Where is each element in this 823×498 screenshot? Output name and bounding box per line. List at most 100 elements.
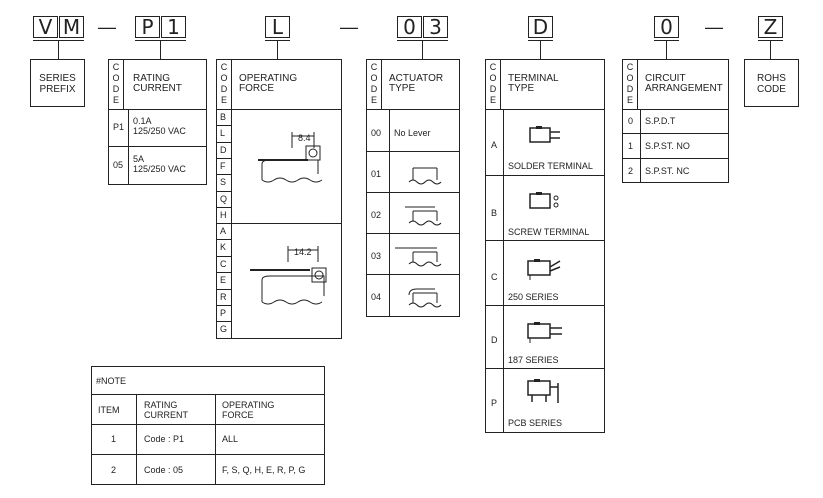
circuit-arrangement-table: C O D E CIRCUIT ARRANGEMENT 0 S.P.D.T 1 …: [622, 59, 729, 183]
divider: [217, 109, 231, 110]
rating-voltage: 125/250 VAC: [133, 126, 186, 136]
prefix-label: PREFIX: [39, 84, 76, 95]
divider: [389, 109, 390, 316]
circuit-text: S.P.ST. NO: [645, 141, 690, 151]
terminal-text: SCREW TERMINAL: [508, 227, 590, 237]
note-row-force: ALL: [222, 434, 239, 444]
pcb-series-icon: [527, 379, 559, 403]
force-diagram-small: [258, 132, 323, 183]
divider: [367, 233, 459, 234]
code-letter: E: [489, 95, 496, 105]
divider: [623, 158, 728, 159]
terminal-type-table: C O D E TERMINAL TYPE A SOLDER TERMINAL …: [485, 59, 605, 433]
code-column-header: C O D E: [623, 60, 638, 109]
divider: [217, 239, 231, 241]
divider: [217, 125, 231, 127]
separator-dash: —: [705, 17, 723, 37]
code-letter: D: [626, 84, 634, 94]
series-187-icon: [527, 322, 562, 343]
code-box-1: 1: [161, 16, 186, 38]
code-letter: C: [489, 62, 497, 72]
divider: [92, 424, 324, 425]
actuator-type-table: C O D E ACTUATOR TYPE 00 No Lever 01 02 …: [366, 59, 460, 317]
actuator-icon-01: [408, 167, 442, 185]
divider: [503, 109, 504, 432]
circuit-code: 1: [628, 141, 634, 151]
code-box-0: 0: [397, 16, 422, 38]
dimension-label-small: 8.4: [298, 133, 311, 143]
series-label: SERIES: [39, 73, 76, 84]
divider: [217, 206, 231, 208]
force-code-e: E: [220, 275, 227, 286]
actuator-code: 01: [371, 169, 382, 179]
circuit-header-1: CIRCUIT: [645, 73, 686, 84]
divider: [623, 133, 728, 134]
force-code-g: G: [220, 324, 228, 335]
note-row-rating: Code : P1: [144, 434, 185, 444]
code-letter: O: [220, 73, 228, 83]
terminal-code: A: [491, 140, 498, 150]
actuator-code: 02: [371, 210, 382, 220]
code-letter: O: [626, 73, 634, 83]
code-box-v: V: [33, 16, 58, 38]
terminal-text: PCB SERIES: [508, 418, 563, 428]
code-box-z: Z: [758, 16, 783, 38]
actuator-header-1: ACTUATOR: [389, 73, 444, 84]
circuit-text: S.P.ST. NC: [645, 166, 690, 176]
rohs-label: ROHS: [757, 73, 786, 84]
divider: [367, 274, 459, 275]
divider: [486, 368, 604, 369]
force-code-h: H: [220, 209, 227, 220]
divider: [217, 141, 231, 143]
divider: [217, 305, 231, 306]
divider: [136, 394, 137, 484]
code-label: CODE: [757, 84, 786, 95]
actuator-code: 03: [371, 251, 382, 261]
connector-line: [422, 40, 423, 59]
terminal-text: 250 SERIES: [508, 292, 559, 302]
code-box-d: D: [528, 16, 553, 38]
connector-line: [540, 40, 541, 59]
divider: [217, 109, 341, 110]
code-box-p: P: [135, 16, 160, 38]
terminal-text: 187 SERIES: [508, 355, 559, 365]
force-code-a: A: [220, 226, 227, 236]
code-letter: O: [489, 73, 497, 83]
force-diagram-large: [250, 246, 327, 305]
actuator-icon-02: [405, 206, 442, 226]
rohs-code-box: ROHS CODE: [744, 59, 799, 107]
force-code-d: D: [220, 144, 227, 155]
code-letter: C: [112, 62, 120, 72]
rating-value: 5A: [133, 154, 145, 164]
dimension-label-large: 14.2: [294, 247, 312, 257]
actuator-code: 00: [371, 128, 382, 138]
terminal-code: C: [491, 272, 498, 282]
connector-line: [666, 40, 667, 59]
note-row-rating: Code : 05: [144, 465, 184, 475]
force-code-r: R: [220, 291, 227, 302]
code-column-header: C O D E: [367, 60, 382, 109]
divider: [231, 223, 341, 224]
note-header-current: CURRENT: [144, 410, 188, 420]
actuator-icon-03: [395, 247, 442, 267]
divider: [217, 288, 231, 290]
divider: [92, 454, 324, 455]
code-letter: D: [370, 84, 378, 94]
code-letter: E: [370, 95, 377, 105]
terminal-header-2: TYPE: [508, 83, 535, 94]
screw-terminal-icon: [529, 192, 559, 209]
divider: [109, 146, 206, 147]
code-box-3: 3: [423, 16, 448, 38]
terminal-text: SOLDER TERMINAL: [508, 161, 593, 171]
code-box-m: M: [59, 16, 84, 38]
code-letter: E: [220, 95, 227, 105]
code-letter: O: [370, 73, 378, 83]
rating-header-1: RATING: [133, 73, 171, 84]
note-header-operating: OPERATING: [222, 400, 275, 410]
connector-line: [160, 40, 161, 59]
code-box-circuit-0: 0: [654, 16, 679, 38]
note-table: #NOTE ITEM RATING CURRENT OPERATING FORC…: [91, 366, 325, 485]
force-header: OPERATING FORCE: [239, 73, 298, 94]
rating-header-2: CURRENT: [133, 83, 182, 94]
